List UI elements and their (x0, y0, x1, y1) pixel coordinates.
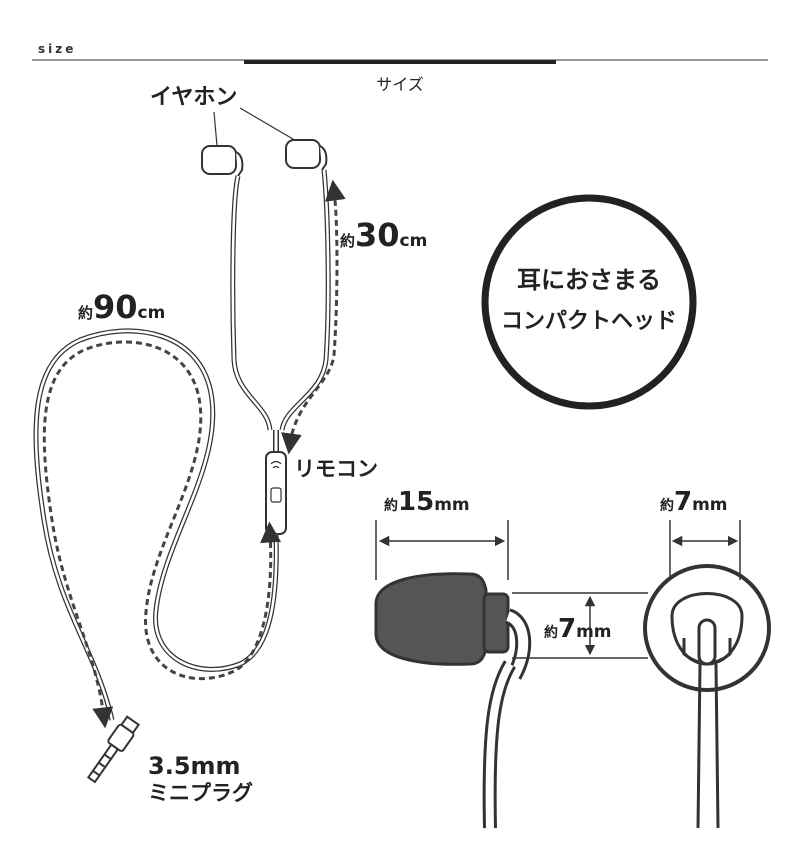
cable-90-label: 約90cm (78, 288, 165, 326)
section-label: size (38, 42, 77, 56)
dim-nozzle-lines (669, 520, 741, 580)
badge-line-2: コンパクトヘッド (501, 309, 677, 334)
feature-badge (481, 194, 697, 410)
earbud-front-view (643, 564, 771, 829)
dim-height-lines (512, 592, 648, 659)
dim-nozzle-label: 約7mm (660, 487, 728, 517)
remote-label: リモコン (294, 457, 378, 481)
remote-control (265, 451, 287, 535)
dim-width-lines (375, 520, 509, 580)
dim-height-label: 約7mm (544, 614, 612, 644)
measure-30cm (281, 179, 346, 455)
measure-90cm (42, 340, 282, 729)
cable-30-label: 約30cm (340, 216, 427, 254)
plug-label-name: ミニプラグ (148, 781, 253, 805)
badge-line-1: 耳におさまる (517, 266, 661, 294)
mini-plug (86, 715, 141, 784)
earbud-right (285, 139, 321, 169)
earphone-illustration (33, 107, 331, 784)
dim-width-label: 約15mm (384, 487, 470, 517)
earbud-left (201, 145, 237, 175)
page-title: サイズ (376, 75, 424, 94)
plug-label-size: 3.5mm (148, 752, 241, 780)
earbud-side-view (374, 572, 532, 829)
earphone-label: イヤホン (150, 85, 237, 110)
